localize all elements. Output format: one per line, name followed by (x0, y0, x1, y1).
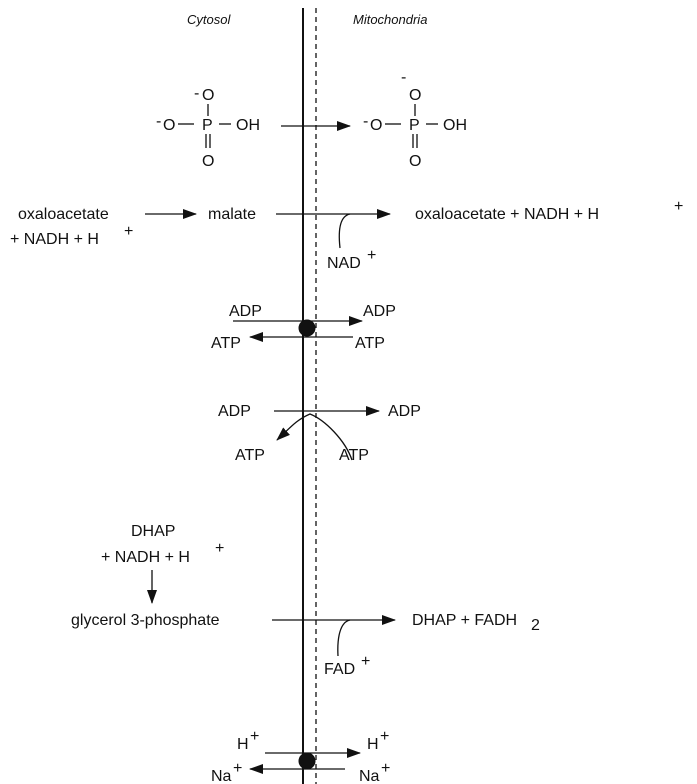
svg-text:-: - (363, 113, 368, 130)
atp-left-label-2: ATP (235, 447, 265, 464)
malate-products-plus: + (674, 198, 683, 215)
nadh-glycerol-plus: + (215, 540, 224, 557)
mitochondria-label: Mitochondria (353, 12, 427, 27)
atp-right-label-1: ATP (355, 335, 385, 352)
nad-plus: + (367, 247, 376, 264)
adp-atp-carrier (298, 319, 316, 337)
atp-return-curve (276, 413, 353, 461)
nadh-left-label: + NADH + H (10, 231, 99, 248)
malate-products-label: oxaloacetate + NADH + H (415, 206, 599, 223)
fad-plus: + (361, 653, 370, 670)
svg-text:O: O (370, 117, 382, 134)
svg-text:-: - (194, 85, 199, 102)
dhap-left-label: DHAP (131, 523, 175, 540)
cytosol-label: Cytosol (187, 12, 231, 27)
svg-text:-: - (401, 69, 406, 86)
glycerol-products-label: DHAP + FADH (412, 612, 517, 629)
adp-right-label-2: ADP (388, 403, 421, 420)
svg-text:O: O (409, 153, 421, 170)
adp-left-label-2: ADP (218, 403, 251, 420)
adp-right-label-1: ADP (363, 303, 396, 320)
nad-label: NAD (327, 255, 361, 272)
h-na-carrier (298, 752, 316, 770)
h-right-label: H (367, 736, 379, 753)
svg-text:O: O (409, 87, 421, 104)
h-right-plus: + (380, 728, 389, 745)
svg-text:O: O (202, 87, 214, 104)
phosphate-right: - O - O P OH O (363, 69, 467, 170)
h-left-label: H (237, 736, 249, 753)
phosphate-left: - O - O P OH O (156, 85, 260, 170)
malate-label: malate (208, 206, 256, 223)
na-left-plus: + (233, 760, 242, 777)
nadh-glycerol-label: + NADH + H (101, 549, 190, 566)
nadh-left-plus: + (124, 223, 133, 240)
adp-left-label-1: ADP (229, 303, 262, 320)
svg-text:O: O (202, 153, 214, 170)
svg-text:OH: OH (236, 117, 260, 134)
g3p-label: glycerol 3-phosphate (71, 612, 220, 629)
fadh-subscript: 2 (531, 617, 540, 634)
fad-label: FAD (324, 661, 355, 678)
fad-curve (337, 619, 351, 657)
na-left-label: Na (211, 768, 232, 784)
svg-text:P: P (409, 117, 420, 134)
na-right-label: Na (359, 768, 380, 784)
atp-right-label-2: ATP (339, 447, 369, 464)
svg-text:-: - (156, 113, 161, 130)
h-left-plus: + (250, 728, 259, 745)
svg-text:OH: OH (443, 117, 467, 134)
atp-left-label-1: ATP (211, 335, 241, 352)
oxaloacetate-left-label: oxaloacetate (18, 206, 109, 223)
svg-text:P: P (202, 117, 213, 134)
na-right-plus: + (381, 760, 390, 777)
svg-text:O: O (163, 117, 175, 134)
nad-curve (338, 213, 351, 249)
